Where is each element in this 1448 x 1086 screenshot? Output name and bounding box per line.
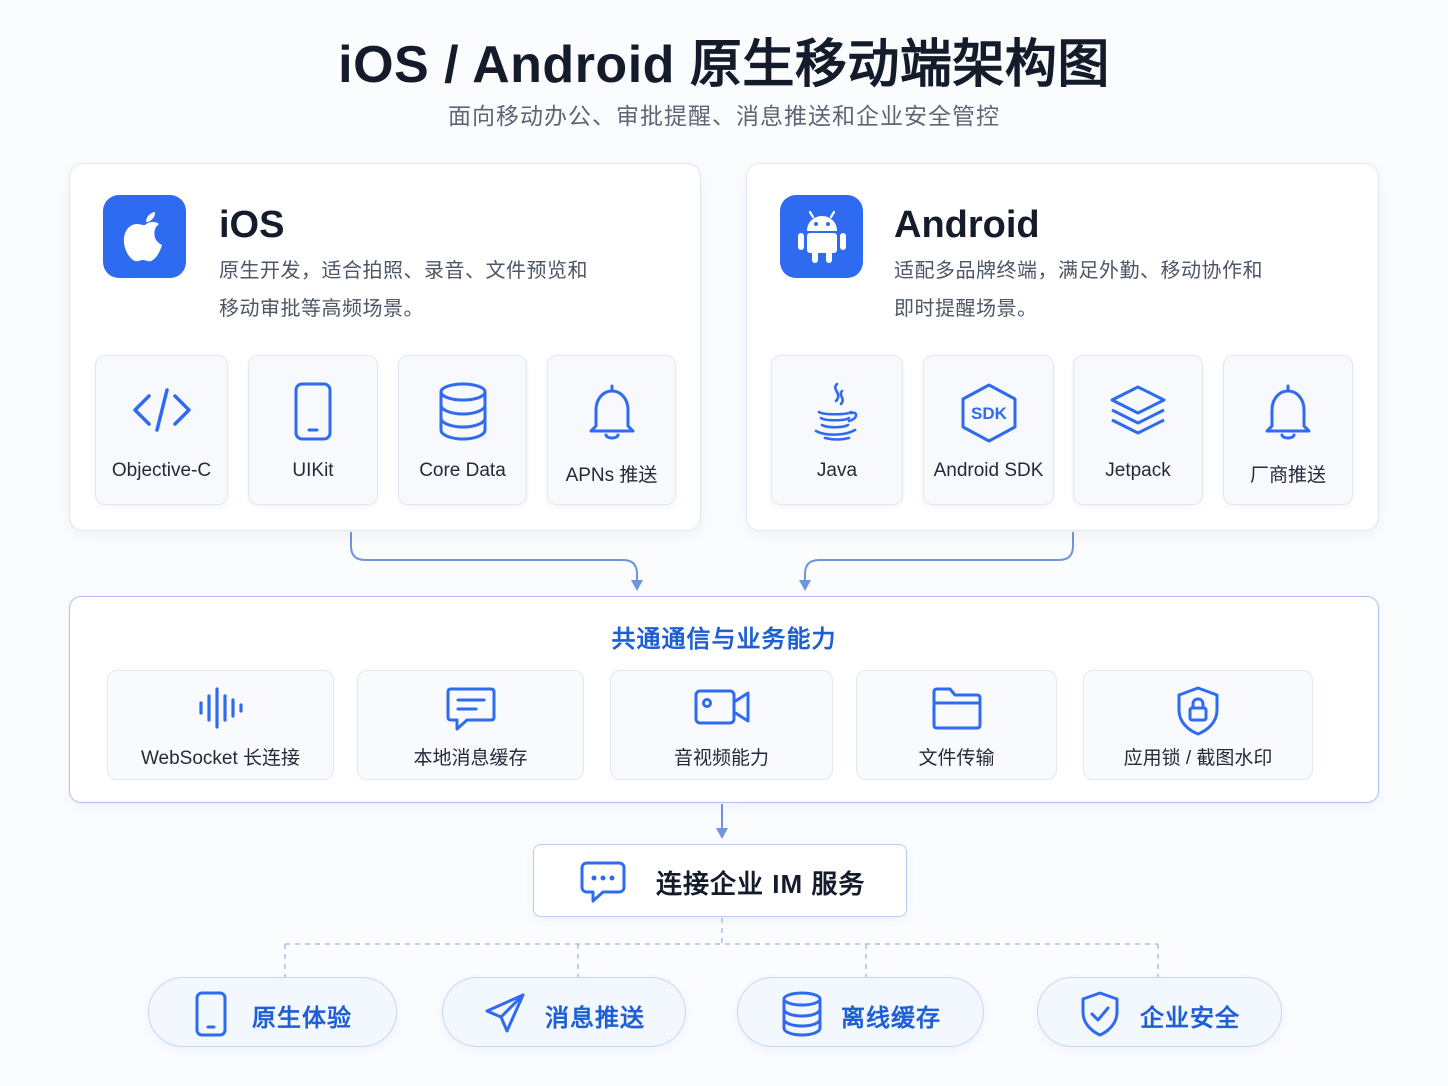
capabilities-title: 共通通信与业务能力: [611, 626, 837, 653]
im-service-box: 连接企业 IM 服务: [533, 844, 907, 917]
layers-icon: [1074, 382, 1202, 442]
capability-label: 音视频能力: [673, 748, 769, 769]
video-camera-icon: [611, 685, 832, 735]
apple-icon: [103, 195, 186, 278]
description-line: 原生开发，适合拍照、录音、文件预览和: [219, 260, 588, 282]
platform-name-ios: iOS: [219, 204, 285, 246]
tech-tile-java: Java: [771, 355, 903, 505]
tech-label: Core Data: [419, 460, 506, 481]
code-icon: [96, 382, 227, 442]
tech-label: Java: [816, 460, 858, 481]
tech-tile-android-sdk: SDK Android SDK: [923, 355, 1054, 505]
benefit-offline-cache: 离线缓存: [737, 977, 984, 1047]
sdk-badge-text: SDK: [971, 404, 1008, 423]
android-platform-card: Android 适配多品牌终端，满足外勤、移动协作和 即时提醒场景。 Java …: [746, 163, 1379, 531]
chat-bubble-icon: [579, 859, 627, 905]
capability-audio-video: 音视频能力: [610, 670, 833, 780]
tech-label: Objective-C: [111, 460, 212, 481]
ios-platform-card: iOS 原生开发，适合拍照、录音、文件预览和 移动审批等高频场景。 Object…: [69, 163, 701, 531]
bell-icon: [548, 382, 675, 442]
bell-icon: [1224, 382, 1352, 442]
shared-capabilities-panel: 共通通信与业务能力 WebSocket 长连接 本地消息缓存 音视频能力 文件传…: [69, 596, 1379, 803]
tech-label: UIKit: [292, 460, 334, 481]
database-icon: [399, 382, 526, 442]
tech-label: Android SDK: [933, 460, 1044, 481]
capability-websocket: WebSocket 长连接: [107, 670, 334, 780]
java-cup-icon: [772, 382, 902, 442]
benefit-message-push: 消息推送: [442, 977, 686, 1047]
tech-tile-vendor-push: 厂商推送: [1223, 355, 1353, 505]
capability-label: WebSocket 长连接: [140, 748, 301, 769]
description-line: 适配多品牌终端，满足外勤、移动协作和: [894, 260, 1263, 282]
page-subtitle: 面向移动办公、审批提醒、消息推送和企业安全管控: [448, 103, 1000, 129]
tech-tile-jetpack: Jetpack: [1073, 355, 1203, 505]
tech-label: Jetpack: [1105, 460, 1171, 481]
tech-tile-apns: APNs 推送: [547, 355, 676, 505]
waveform-icon: [108, 685, 333, 735]
sdk-hexagon-icon: SDK: [924, 382, 1053, 443]
page-title: iOS / Android 原生移动端架构图: [338, 36, 1110, 94]
description-line: 即时提醒场景。: [894, 298, 1038, 320]
platform-description-ios: 原生开发，适合拍照、录音、文件预览和 移动审批等高频场景。: [219, 252, 639, 328]
android-icon: [780, 195, 863, 278]
benefit-label: 企业安全: [1140, 1005, 1240, 1032]
platform-name-android: Android: [894, 204, 1040, 246]
description-line: 移动审批等高频场景。: [219, 298, 424, 320]
im-service-label: 连接企业 IM 服务: [656, 869, 866, 899]
capability-label: 文件传输: [918, 748, 995, 769]
folder-icon: [857, 685, 1056, 735]
capability-file-transfer: 文件传输: [856, 670, 1057, 780]
shield-lock-icon: [1084, 685, 1312, 736]
phone-icon: [189, 991, 233, 1037]
tech-label: APNs 推送: [565, 465, 658, 486]
shield-check-icon: [1078, 991, 1122, 1037]
capability-label: 应用锁 / 截图水印: [1123, 748, 1273, 769]
platform-description-android: 适配多品牌终端，满足外勤、移动协作和 即时提醒场景。: [894, 252, 1314, 328]
benefit-label: 离线缓存: [841, 1005, 941, 1032]
tech-tile-objective-c: Objective-C: [95, 355, 228, 505]
benefit-enterprise-security: 企业安全: [1037, 977, 1282, 1047]
capability-label: 本地消息缓存: [413, 748, 528, 769]
phone-icon: [249, 382, 377, 442]
message-icon: [358, 685, 583, 735]
tech-tile-uikit: UIKit: [248, 355, 378, 505]
benefit-label: 消息推送: [545, 1005, 645, 1032]
tech-label: 厂商推送: [1249, 465, 1326, 486]
capability-app-lock-watermark: 应用锁 / 截图水印: [1083, 670, 1313, 780]
paper-plane-icon: [483, 991, 527, 1035]
benefit-native-experience: 原生体验: [148, 977, 397, 1047]
database-icon: [780, 991, 824, 1037]
benefit-label: 原生体验: [252, 1005, 352, 1032]
tech-tile-core-data: Core Data: [398, 355, 527, 505]
capability-local-cache: 本地消息缓存: [357, 670, 584, 780]
